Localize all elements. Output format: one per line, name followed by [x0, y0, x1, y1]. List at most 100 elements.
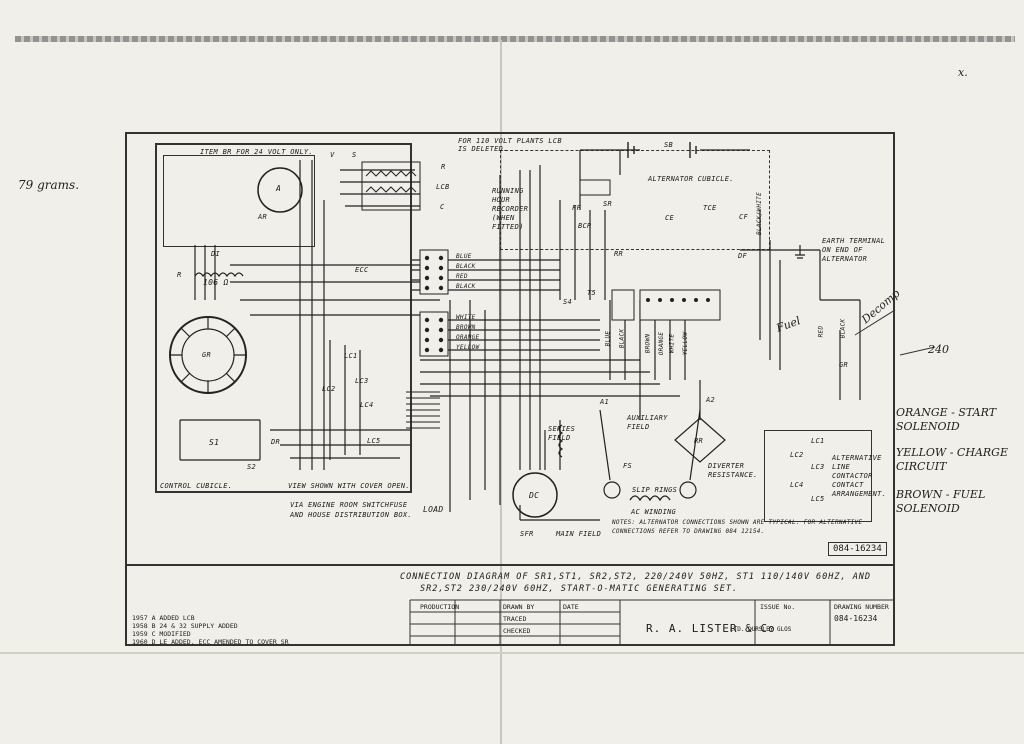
tag-s: S [352, 151, 357, 159]
label-sfr: SFR [520, 530, 534, 538]
handwritten-yellow: YELLOW - CHARGE CIRCUIT [896, 446, 1008, 473]
label-series-field: SERIES FIELD [548, 425, 576, 442]
tag-c: C [440, 203, 445, 211]
label-drawn-by: DRAWN BY [503, 603, 535, 611]
control-cubicle-box [155, 143, 412, 493]
tag-tce: TCE [703, 204, 717, 212]
label-load: LOAD [423, 505, 444, 514]
firm-suffix: LTD. DURSLEY GLOS [730, 626, 792, 633]
revision-4: 1960 D LE ADDED, ECC AMENDED TO COVER SR [132, 638, 289, 646]
tag-alt-lc3: LC3 [811, 463, 825, 471]
firm-name: R. A. LISTER & Co [646, 622, 776, 635]
tag-dr: DR [271, 438, 281, 446]
alternative-contactor-box [764, 430, 872, 522]
tag-lc2: LC2 [322, 385, 336, 393]
tag-lc3: LC3 [355, 377, 369, 385]
tag-a1: A1 [600, 398, 610, 406]
tag-t5: T5 [587, 289, 597, 297]
drawing-reference: 084-16234 [828, 542, 887, 556]
tag-alt-lc5: LC5 [811, 495, 825, 503]
term-label-black: BLACK [456, 263, 476, 270]
term-label-white: WHITE [456, 314, 476, 321]
tag-s2: S2 [247, 463, 257, 471]
tag-alt-lc1: LC1 [811, 437, 825, 445]
label-production: PRODUCTION [420, 603, 460, 611]
label-control-cubicle: CONTROL CUBICLE. [160, 482, 233, 490]
tag-s1: S1 [209, 438, 220, 447]
tag-ce: CE [665, 214, 675, 222]
term-label-blue: BLUE [456, 253, 472, 260]
title-block [125, 566, 895, 646]
tag-bcr: BCR [578, 222, 592, 230]
title-line-1: CONNECTION DIAGRAM OF SR1,ST1, SR2,ST2, … [400, 572, 872, 582]
tag-sr: SR [603, 200, 613, 208]
label-notes: NOTES: ALTERNATOR CONNECTIONS SHOWN ARE … [612, 519, 863, 535]
tag-sb: SB [664, 141, 674, 149]
tag-lc5: LC5 [367, 437, 381, 445]
label-ac-winding: AC WINDING [631, 508, 677, 516]
label-auxiliary-field: AUXILIARY FIELD [627, 414, 668, 431]
scan-edge-band [15, 36, 1015, 42]
label-traced: TRACED [503, 615, 527, 623]
handwritten-orange: ORANGE - START SOLENOID [896, 406, 997, 433]
label-via-engine: VIA ENGINE ROOM SWITCHFUSE AND HOUSE DIS… [290, 501, 412, 519]
label-issue: ISSUE No. [760, 603, 796, 611]
tag-gr: GR [202, 351, 212, 359]
item-br-box [163, 155, 315, 247]
tag-r: R [441, 163, 446, 171]
drawing-border [125, 132, 895, 566]
tag-a2: A2 [706, 396, 716, 404]
handwritten-240: 240 [928, 343, 949, 356]
term-label-orange: ORANGE [456, 334, 480, 341]
tag-ff: FF [572, 204, 582, 212]
label-resistor-value: 106 Ω [203, 278, 229, 287]
label-alternator-cubicle: ALTERNATOR CUBICLE. [648, 175, 734, 183]
note-110v: FOR 110 VOLT PLANTS LCB IS DELETED. [458, 137, 562, 153]
label-drawing-number: DRAWING NUMBER [834, 603, 889, 611]
drawing-number: 084-16234 [834, 614, 878, 623]
tag-s4: S4 [563, 298, 573, 306]
tag-lc1: LC1 [344, 352, 358, 360]
margin-note-left: 79 grams. [18, 178, 80, 192]
tag-lcb: LCB [436, 183, 450, 191]
tag-cf: CF [739, 213, 749, 221]
tag-ar: AR [258, 213, 268, 221]
label-item-br: ITEM BR FOR 24 VOLT ONLY. [200, 148, 313, 156]
tag-dc: DC [529, 491, 540, 500]
term-label-brown: BROWN [456, 324, 476, 331]
tag-di: DI [211, 250, 221, 258]
label-main-field: MAIN FIELD [556, 530, 602, 538]
tag-gr2: GR [839, 361, 849, 369]
title-line-2: SR2,ST2 230/240V 60HZ, START-O-MATIC GEN… [420, 584, 739, 594]
term-label-yellow: YELLOW [456, 344, 480, 351]
revision-1: 1957 A ADDED LCB [132, 614, 195, 622]
label-view-shown: VIEW SHOWN WITH COVER OPEN. [288, 482, 410, 490]
revision-3: 1959 C MODIFIED [132, 630, 191, 638]
fold-line-vertical [500, 40, 502, 744]
tag-ecc: ECC [355, 266, 369, 274]
label-earth-terminal: EARTH TERMINAL ON END OF ALTERNATOR [822, 237, 886, 263]
fold-line-horizontal [0, 652, 1024, 654]
label-alternative: ALTERNATIVE LINE CONTACTOR CONTACT ARRAN… [832, 454, 887, 498]
tag-fs: FS [623, 462, 633, 470]
tag-alt-lc4: LC4 [790, 481, 804, 489]
term-label-red: RED [456, 273, 468, 280]
tag-v: V [330, 151, 335, 159]
label-diverter: DIVERTER RESISTANCE. [708, 462, 758, 479]
tag-lc4: LC4 [360, 401, 374, 409]
term-label-black-2: BLACK [456, 283, 476, 290]
tag-alt-lc2: LC2 [790, 451, 804, 459]
tag-rr2: RR [694, 437, 704, 445]
tag-df: DF [738, 252, 748, 260]
label-running-hour: RUNNING HOUR RECORDER (WHEN FITTED) [492, 187, 529, 231]
label-date: DATE [563, 603, 579, 611]
label-slip-rings: SLIP RINGS [632, 486, 678, 494]
handwritten-brown: BROWN - FUEL SOLENOID [896, 488, 986, 515]
revision-2: 1958 B 24 & 32 SUPPLY ADDED [132, 622, 238, 630]
label-checked: CHECKED [503, 627, 531, 635]
margin-note-top-right: x. [958, 66, 968, 79]
tag-a: A [276, 184, 282, 193]
tag-r2: R [177, 271, 182, 279]
